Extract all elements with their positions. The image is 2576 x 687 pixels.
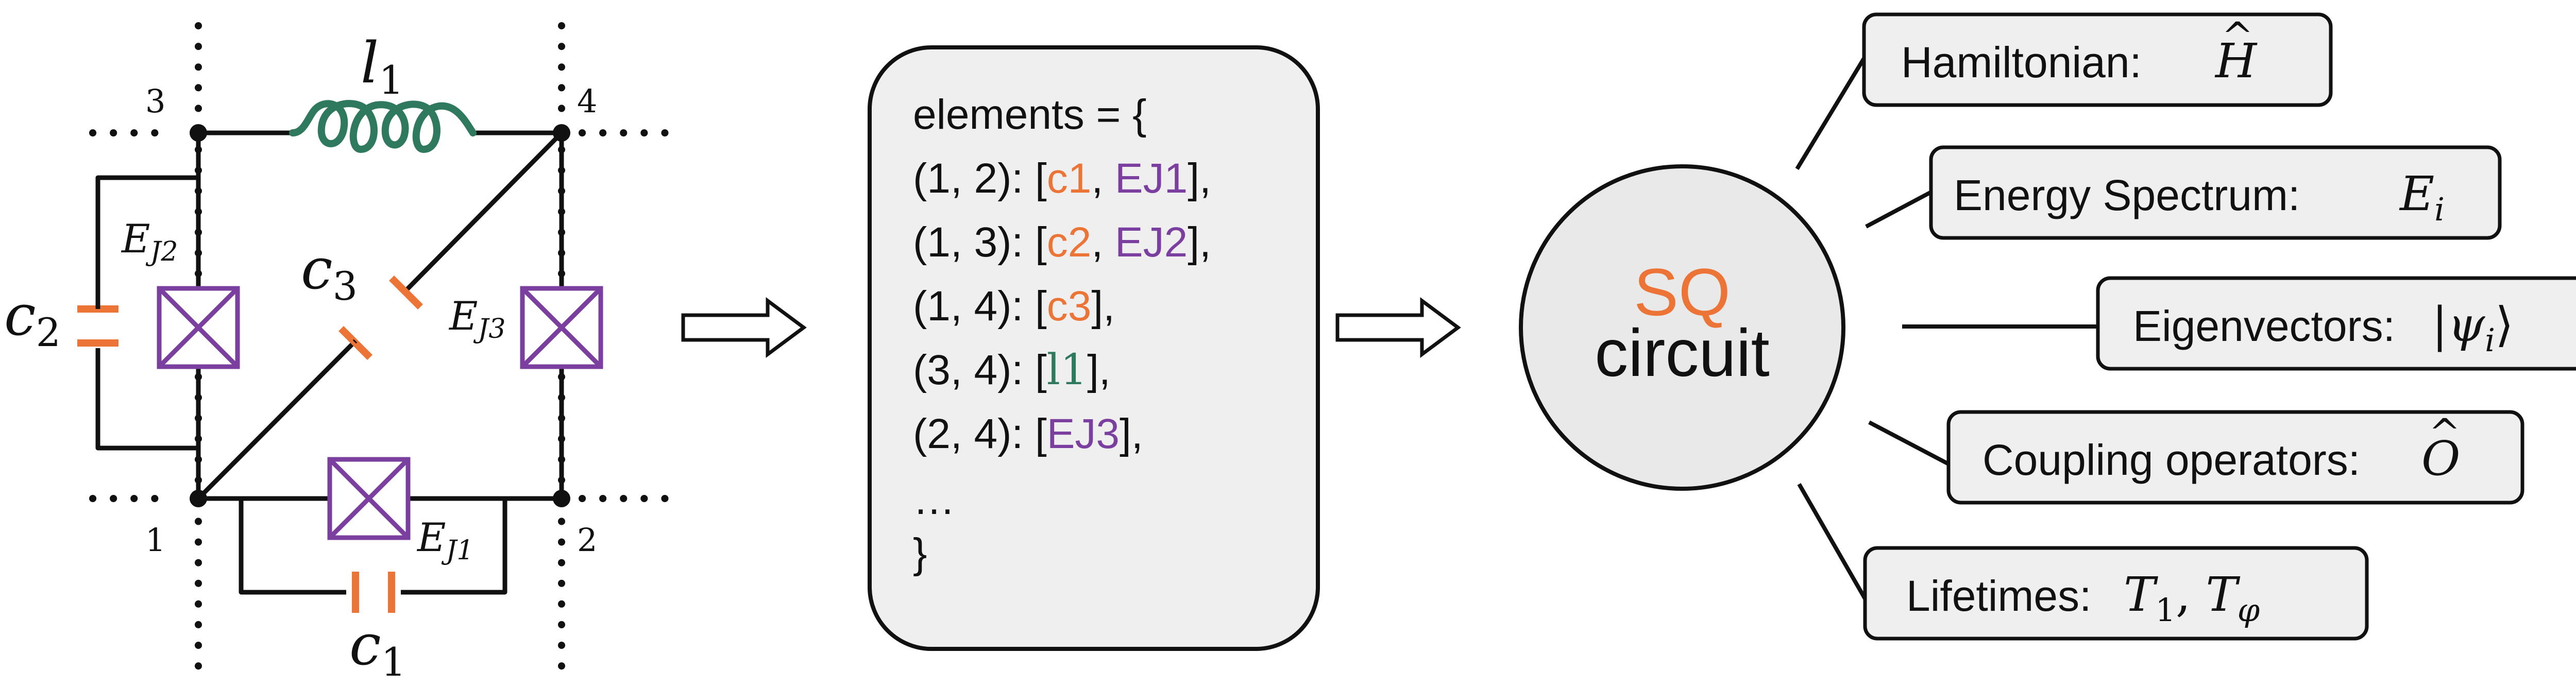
label-l1: l1 — [361, 30, 404, 103]
node-2-dot — [553, 490, 570, 507]
output-coupling-operators: Coupling operators: O ^ — [1946, 410, 2524, 505]
output-hamiltonian: Hamiltonian: H ^ — [1862, 12, 2333, 107]
flow-arrow-2 — [1335, 297, 1461, 358]
circuit-wires — [95, 130, 564, 595]
node-label-1: 1 — [145, 521, 165, 559]
lifetimes-symbols: T1, Tφ — [2124, 567, 2260, 629]
code-token-ind: l1 — [1047, 346, 1087, 394]
coupling-symbol: O — [2421, 431, 2460, 486]
code-row-suffix: ], — [1091, 283, 1115, 330]
node-label-4: 4 — [577, 82, 597, 120]
code-row-prefix: (1, 2): [ — [913, 155, 1047, 202]
code-row: (1, 2): [c1, EJ1], — [913, 155, 1211, 202]
inductor-l1 — [289, 100, 477, 153]
code-row: (1, 4): [c3], — [913, 283, 1115, 330]
lifetimes-label: Lifetimes: — [1906, 572, 2091, 620]
label-c1: c1 — [349, 612, 406, 685]
code-row-suffix: ], — [1188, 219, 1211, 266]
junction-ej3 — [520, 286, 603, 369]
code-token-jj: EJ2 — [1115, 219, 1188, 266]
code-header: elements = { — [913, 91, 1147, 138]
code-row-suffix: ], — [1120, 410, 1143, 457]
code-token-cap: c1 — [1047, 155, 1092, 202]
node-3-dot — [190, 124, 207, 142]
output-connectors — [1795, 55, 2098, 602]
code-row-suffix: ], — [1087, 347, 1111, 393]
output-lifetimes: Lifetimes: T1, Tφ — [1863, 546, 2369, 641]
code-token-jj: EJ3 — [1047, 410, 1120, 457]
code-box: elements = { (1, 2): [c1, EJ1],(1, 3): [… — [868, 45, 1320, 651]
code-row: (1, 3): [c2, EJ2], — [913, 219, 1211, 266]
code-row-suffix: ], — [1188, 155, 1211, 202]
code-row-prefix: (1, 3): [ — [913, 219, 1047, 266]
code-token-cap: c2 — [1047, 219, 1092, 266]
eigenvectors-symbol: |ψi⟩ — [2432, 297, 2514, 359]
node-label-2: 2 — [577, 521, 597, 559]
junction-ej2 — [157, 286, 240, 369]
label-c2: c2 — [4, 282, 61, 355]
spectrum-symbol: Ei — [2399, 166, 2445, 228]
output-energy-spectrum: Energy Spectrum: Ei — [1929, 145, 2502, 240]
code-token-plain: , — [1091, 155, 1115, 202]
hub-title: SQ — [1634, 254, 1731, 330]
circuit-nodes — [190, 124, 570, 507]
code-row-prefix: (1, 4): [ — [913, 283, 1047, 330]
junction-ej1 — [327, 457, 411, 540]
code-token-plain: , — [1091, 219, 1115, 266]
node-4-dot — [553, 124, 570, 142]
label-c3: c3 — [301, 236, 358, 309]
code-row: (2, 4): [EJ3], — [913, 410, 1143, 457]
spectrum-label: Energy Spectrum: — [1954, 171, 2300, 219]
output-eigenvectors: Eigenvectors: |ψi⟩ — [2096, 276, 2576, 371]
code-rows: (1, 2): [c1, EJ1],(1, 3): [c2, EJ2],(1, … — [913, 155, 1211, 457]
code-row-prefix: (3, 4): [ — [913, 347, 1047, 393]
circuit-schematic: 3 4 1 2 l1 c1 c2 c3 EJ2 EJ3 EJ1 — [4, 22, 679, 685]
label-ej2: EJ2 — [121, 216, 178, 267]
capacitor-c3-leads — [352, 339, 358, 344]
hamiltonian-label: Hamiltonian: — [1901, 38, 2142, 87]
code-token-cap: c3 — [1047, 283, 1092, 330]
node-1-dot — [190, 490, 207, 507]
node-label-3: 3 — [145, 82, 165, 120]
eigenvectors-label: Eigenvectors: — [2133, 302, 2395, 350]
code-token-jj: EJ1 — [1115, 155, 1188, 202]
dotted-leads — [89, 22, 679, 676]
coupling-hat: ^ — [2429, 411, 2461, 455]
code-row-prefix: (2, 4): [ — [913, 410, 1047, 457]
code-closing: } — [913, 530, 927, 577]
label-ej1: EJ1 — [416, 514, 473, 566]
code-ellipsis: … — [913, 476, 955, 523]
flow-arrow-1 — [681, 297, 807, 358]
sq-circuit-hub: SQ circuit — [1519, 164, 1845, 491]
hamiltonian-hat: ^ — [2222, 14, 2253, 59]
hub-subtitle: circuit — [1595, 315, 1769, 390]
code-row: (3, 4): [l1], — [913, 346, 1111, 394]
hamiltonian-symbol: H — [2214, 33, 2258, 89]
capacitor-c2 — [77, 304, 118, 347]
coupling-label: Coupling operators: — [1982, 436, 2360, 484]
capacitor-c1 — [352, 572, 395, 613]
label-ej3: EJ3 — [448, 293, 505, 345]
